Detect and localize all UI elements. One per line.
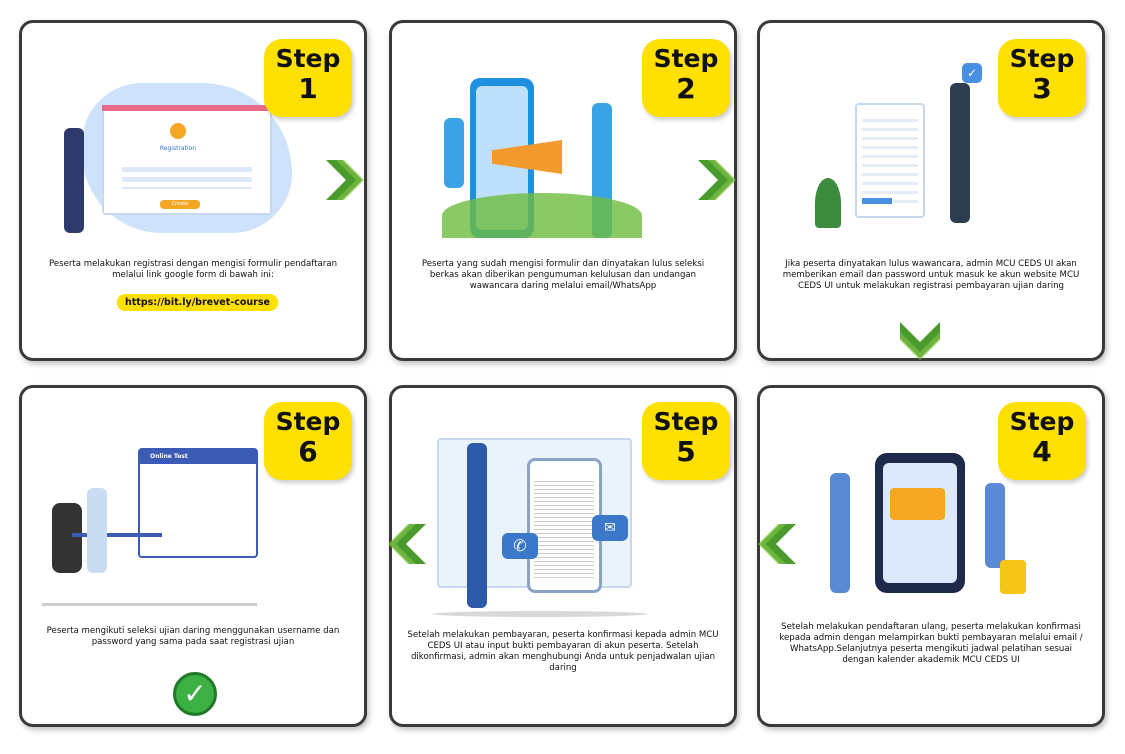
- chevron-down-icon: [900, 322, 940, 360]
- step-description: Setelah melakukan pembayaran, peserta ko…: [407, 630, 719, 673]
- registration-title: Registration: [159, 145, 197, 152]
- chevron-left-icon: [758, 524, 796, 564]
- payment-confirmation-illustration: ✆ ✉: [432, 433, 682, 618]
- announcement-illustration: [422, 78, 672, 243]
- step-description: Peserta melakukan registrasi dengan meng…: [48, 259, 338, 280]
- registration-illustration: Registration Create: [62, 83, 292, 233]
- chevron-right-icon: [698, 160, 736, 200]
- step-description: Setelah melakukan pendaftaran ulang, pes…: [779, 622, 1083, 665]
- payment-illustration: [820, 448, 1040, 598]
- create-button: Create: [160, 200, 200, 209]
- website-illustration: ✓: [810, 63, 1050, 243]
- registration-link[interactable]: https://bit.ly/brevet-course: [117, 294, 278, 311]
- online-test-title: Online Test: [140, 450, 256, 464]
- chevron-left-icon: [388, 524, 426, 564]
- step-description: Peserta yang sudah mengisi formulir dan …: [421, 259, 705, 291]
- chevron-right-icon: [326, 160, 364, 200]
- step-description: Jika peserta dinyatakan lulus wawancara,…: [782, 259, 1080, 291]
- step-description: Peserta mengikuti seleksi ujian daring m…: [46, 626, 340, 647]
- check-icon: ✓: [173, 672, 217, 716]
- online-test-illustration: Online Test: [42, 438, 262, 608]
